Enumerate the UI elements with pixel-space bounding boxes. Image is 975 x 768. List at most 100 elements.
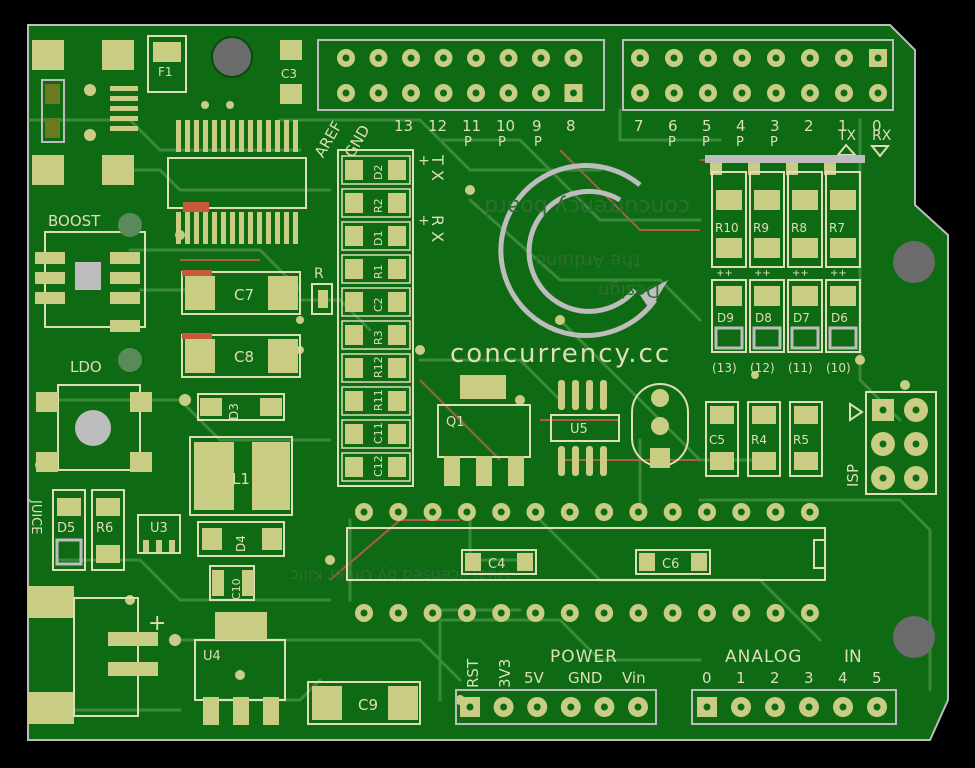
silk-label: P	[770, 135, 778, 150]
pin-hole	[463, 508, 471, 516]
silk-label: 11	[462, 117, 481, 135]
label-d5: D5	[57, 521, 75, 536]
silk-label: GND	[568, 669, 602, 687]
pad	[252, 442, 290, 510]
silk-label: P	[736, 135, 744, 150]
pin-hole	[636, 89, 644, 97]
tx-label: TX	[837, 128, 857, 144]
silk-label: R5	[793, 433, 809, 447]
vias	[35, 84, 910, 705]
ic-pin	[293, 120, 298, 152]
pin-hole	[806, 89, 814, 97]
label-c9: C9	[358, 696, 378, 714]
pin-hole	[567, 703, 575, 711]
capacitor-c4	[461, 549, 537, 575]
led-d5	[52, 489, 86, 571]
pin-hole	[772, 54, 780, 62]
isp-header	[849, 391, 937, 495]
plus-mark: +	[418, 213, 430, 229]
ic-pin	[248, 212, 253, 244]
silk-label: 5	[702, 117, 712, 135]
silk-label: 1	[838, 117, 848, 135]
silk-label: P	[498, 135, 506, 150]
pin-hole	[772, 508, 780, 516]
pin-hole	[879, 440, 887, 448]
pin-hole	[912, 474, 920, 482]
label-u3: U3	[150, 521, 168, 536]
label-d4: D4	[234, 535, 248, 552]
silk-label: R10	[715, 221, 739, 235]
pad	[153, 42, 181, 62]
usb-ic	[167, 120, 307, 244]
fuse-f1	[147, 35, 187, 93]
silk-label: 2	[804, 117, 814, 135]
ic-u3	[137, 514, 181, 554]
analog-pins	[697, 697, 887, 717]
pin-hole	[805, 703, 813, 711]
ic-pin	[203, 212, 208, 244]
pin-hole	[532, 609, 539, 617]
pin-hole	[505, 89, 512, 97]
pin-hole	[537, 89, 545, 97]
silk-label: C2	[372, 297, 385, 312]
isp-label: ISP	[844, 464, 862, 487]
diode-d4	[197, 521, 285, 557]
label-c8: C8	[234, 348, 254, 366]
ic-pin	[185, 212, 190, 244]
pin-hole	[704, 89, 712, 97]
pin-hole	[394, 609, 402, 617]
capacitor-c7	[181, 270, 301, 315]
boost-label: BOOST	[48, 212, 101, 230]
power-header	[455, 689, 657, 725]
pin-hole	[772, 89, 780, 97]
ic-pin	[221, 120, 226, 152]
ic-pin	[176, 212, 181, 244]
ic-pin	[194, 212, 199, 244]
pad	[202, 528, 222, 550]
pin-hole	[703, 703, 711, 711]
header-top-left	[317, 39, 605, 111]
silk-label: 4	[736, 117, 746, 135]
silk-label: 10	[496, 117, 515, 135]
ic-pin	[221, 212, 226, 244]
crystal-oscillator	[631, 383, 689, 468]
silk-label: D7	[793, 311, 810, 325]
silk-label: R3	[372, 330, 385, 345]
mounting-hole	[893, 616, 935, 658]
usb-connector	[32, 40, 138, 185]
silk-label: (12)	[750, 361, 775, 375]
plus-mark: +	[418, 153, 430, 169]
silk-label: R1	[372, 264, 385, 279]
silk-label: 9	[532, 117, 542, 135]
silk-label: P	[702, 135, 710, 150]
label-u4: U4	[203, 649, 221, 664]
ic-u5	[550, 380, 620, 476]
silk-label: R11	[372, 389, 385, 411]
pin-hole	[570, 89, 577, 97]
silk-label: 3V3	[496, 659, 514, 688]
ic-pin	[248, 120, 253, 152]
pin-hole	[472, 89, 480, 97]
label-r6: R6	[96, 521, 113, 536]
pin-hole	[879, 474, 887, 482]
ic-pins	[143, 540, 175, 552]
silk-label: C11	[372, 422, 385, 444]
polarity-mark: ++	[716, 268, 733, 279]
pin-hole	[873, 703, 881, 711]
silk-label: 2	[770, 669, 780, 687]
polarity-mark: ++	[754, 268, 771, 279]
header-pins	[337, 49, 583, 102]
silk-label: (11)	[788, 361, 813, 375]
pin-hole	[497, 609, 505, 617]
pin-hole	[360, 609, 368, 617]
reset-button[interactable]	[311, 283, 333, 315]
silk-label: R2	[372, 198, 385, 213]
silk-label: 13	[394, 117, 413, 135]
silk-label: 1	[736, 669, 746, 687]
pin-hole	[636, 54, 644, 62]
